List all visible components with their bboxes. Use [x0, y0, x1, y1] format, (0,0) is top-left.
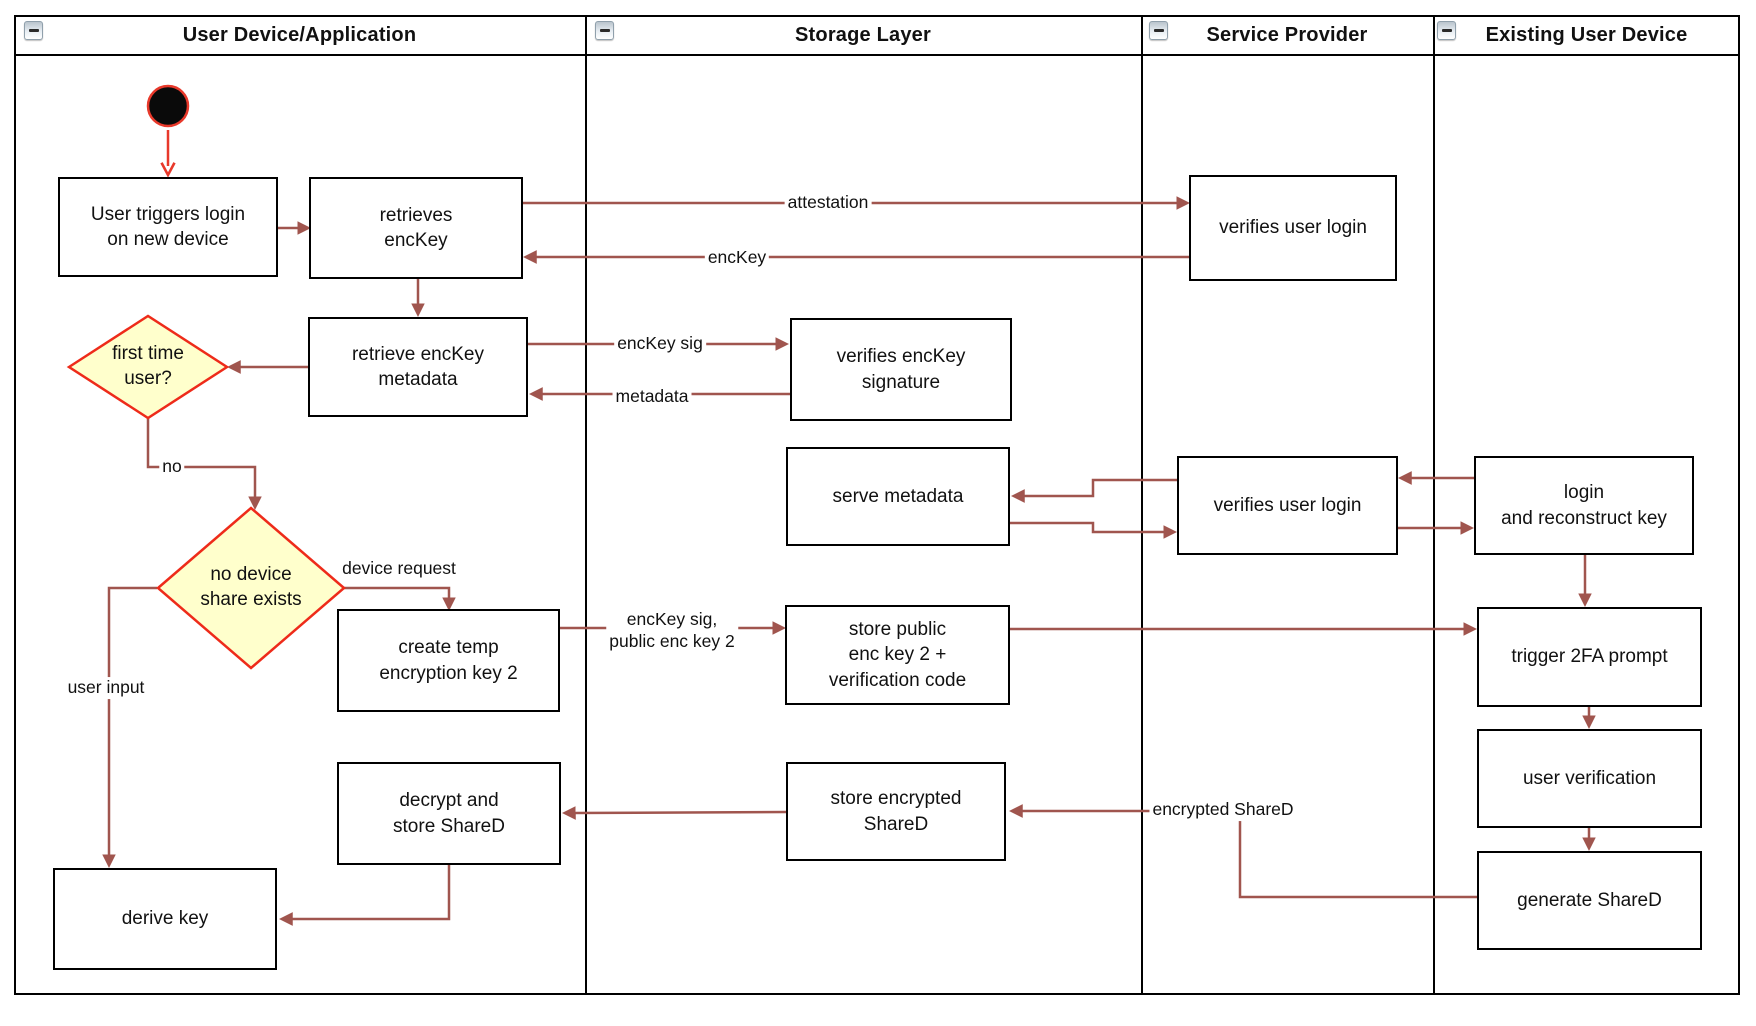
collapse-icon[interactable] [1149, 21, 1168, 40]
lane-header-user-device: User Device/Application [16, 17, 583, 53]
node-user-verification[interactable]: user verification [1477, 729, 1702, 828]
edge-label-encrypted-shared: encrypted ShareD [1149, 799, 1297, 821]
lane-divider-3 [1433, 15, 1435, 995]
decision-label-first-time-user: first time user? [112, 343, 184, 389]
collapse-icon[interactable] [1437, 21, 1456, 40]
edge-label-user-input: user input [64, 677, 148, 699]
edge-encrypted-shared [1009, 804, 1477, 899]
lane-header-storage-layer: Storage Layer [587, 17, 1139, 53]
node-generate-shared[interactable]: generate ShareD [1477, 851, 1702, 950]
node-retrieve-enckey-metadata[interactable]: retrieve encKey metadata [308, 317, 528, 417]
minus-icon [1153, 29, 1164, 32]
decision-no-device-share[interactable] [156, 506, 346, 670]
collapse-icon[interactable] [595, 21, 614, 40]
decision-label-no-device-share: no device share exists [200, 564, 302, 610]
lane-divider-2 [1141, 15, 1143, 995]
start-node[interactable] [146, 84, 190, 128]
edge-user-input [102, 586, 157, 868]
node-user-triggers-login[interactable]: User triggers login on new device [58, 177, 278, 277]
edge-store-to-decrypt [562, 806, 787, 820]
node-verifies-enckey-signature[interactable]: verifies encKey signature [790, 318, 1012, 421]
node-create-temp-encryption-key-2[interactable]: create temp encryption key 2 [337, 609, 560, 712]
edge-label-attestation: attestation [784, 192, 872, 214]
node-verifies-user-login-top[interactable]: verifies user login [1189, 175, 1397, 281]
node-decrypt-and-store-shared[interactable]: decrypt and store ShareD [337, 762, 561, 865]
lane-divider-1 [585, 15, 587, 995]
edge-label-device-request: device request [339, 558, 459, 580]
edge-verifies-to-serve [1011, 478, 1177, 503]
edge-serve-to-verifies [1010, 521, 1177, 539]
lane-header-service-provider: Service Provider [1143, 17, 1431, 53]
edge-no-branch [146, 418, 262, 510]
lane-title: User Device/Application [182, 23, 417, 46]
lane-title: Existing User Device [1485, 23, 1688, 46]
lane-header-existing-user-device: Existing User Device [1435, 17, 1738, 53]
edge-decrypt-to-derive [279, 865, 451, 926]
edge-label-enckey-sig-public: encKey sig, public enc key 2 [606, 609, 738, 653]
lane-header-separator [14, 54, 1740, 56]
edge-label-enckey: encKey [704, 247, 770, 269]
edge-device-request [344, 586, 456, 611]
minus-icon [599, 29, 610, 32]
diagram-outer-border [14, 15, 1740, 995]
edge-label-metadata: metadata [612, 386, 692, 408]
lane-title: Service Provider [1206, 23, 1368, 46]
minus-icon [1441, 29, 1452, 32]
edge-label-enckey-sig: encKey sig [614, 333, 706, 355]
node-serve-metadata[interactable]: serve metadata [786, 447, 1010, 546]
node-derive-key[interactable]: derive key [53, 868, 277, 970]
decision-first-time-user[interactable] [66, 314, 230, 420]
collapse-icon[interactable] [24, 21, 43, 40]
edge-label-no: no [159, 456, 185, 478]
node-login-and-reconstruct-key[interactable]: login and reconstruct key [1474, 456, 1694, 555]
node-store-encrypted-shared[interactable]: store encrypted ShareD [786, 762, 1006, 861]
node-verifies-user-login-mid[interactable]: verifies user login [1177, 456, 1398, 555]
lane-title: Storage Layer [795, 23, 931, 46]
minus-icon [28, 29, 39, 32]
node-trigger-2fa-prompt[interactable]: trigger 2FA prompt [1477, 607, 1702, 707]
node-store-public-enc-key-2[interactable]: store public enc key 2 + verification co… [785, 605, 1010, 705]
node-retrieves-enckey[interactable]: retrieves encKey [309, 177, 523, 279]
